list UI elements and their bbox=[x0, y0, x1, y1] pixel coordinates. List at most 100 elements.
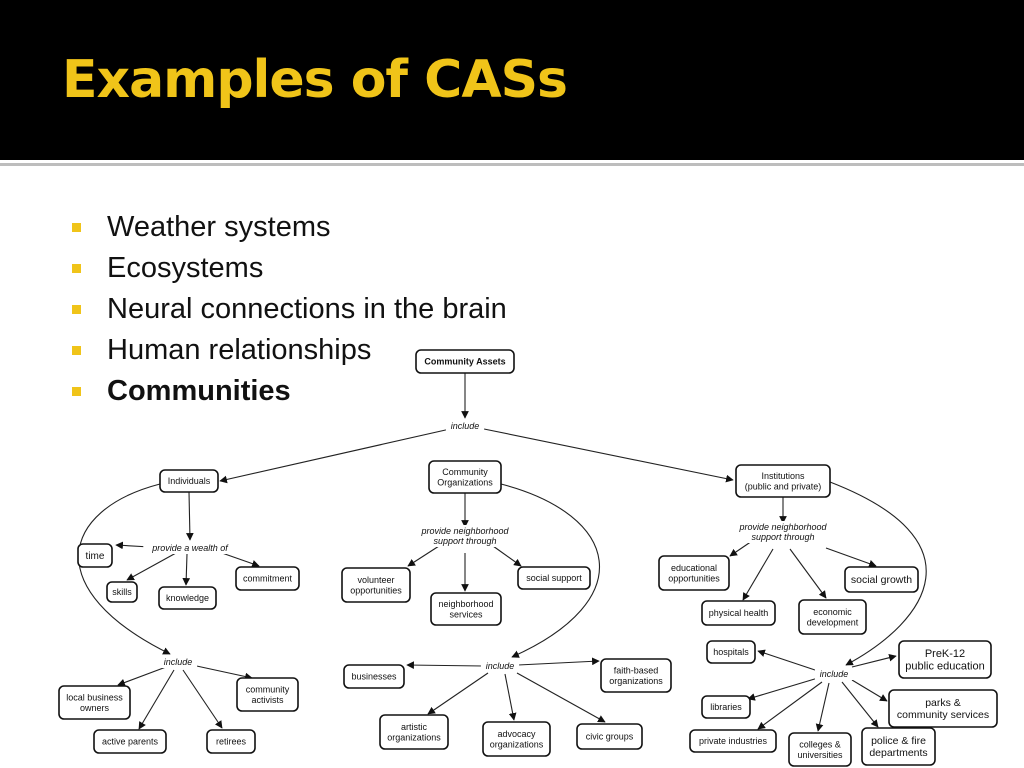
concept-box bbox=[235, 566, 300, 591]
concept-community-assets: Community Assets bbox=[415, 349, 515, 374]
connector-arrow bbox=[517, 657, 600, 666]
title-divider bbox=[0, 160, 1024, 163]
concept-label: hospitals bbox=[713, 647, 749, 657]
connector-arrow bbox=[829, 481, 927, 666]
connector-arrow bbox=[221, 552, 260, 568]
connector-arrow bbox=[757, 649, 819, 672]
bullet-text: Neural connections in the brain bbox=[107, 293, 507, 325]
connector-arrow bbox=[191, 664, 253, 681]
concept-time: time bbox=[77, 543, 113, 568]
concept-physical-health: physical health bbox=[701, 600, 776, 626]
connector-arrow bbox=[182, 553, 191, 586]
concept-box bbox=[93, 729, 167, 754]
link-label-wealth: provide a wealth of bbox=[151, 543, 229, 553]
link-label-ind-include: include bbox=[164, 657, 193, 667]
connector-arrow bbox=[117, 666, 167, 687]
concept-active-parents: active parents bbox=[93, 729, 167, 754]
concept-box bbox=[706, 640, 756, 664]
concept-label: social support bbox=[526, 573, 582, 583]
concept-label: colleges &universities bbox=[797, 739, 843, 759]
link-label-top-include: include bbox=[451, 421, 480, 431]
concept-box bbox=[158, 586, 217, 610]
concept-businesses: businesses bbox=[343, 664, 405, 689]
bullet-item: Neural connections in the brain bbox=[72, 289, 507, 330]
concept-label: private industries bbox=[699, 736, 768, 746]
title-bar bbox=[0, 0, 1024, 160]
concept-private-industries: private industries bbox=[689, 729, 777, 753]
concept-libraries: libraries bbox=[701, 695, 751, 719]
concept-label: Individuals bbox=[168, 476, 211, 486]
concept-label: civic groups bbox=[586, 732, 634, 742]
connector-arrow bbox=[742, 548, 774, 601]
concept-box bbox=[600, 658, 672, 693]
link-label-background bbox=[158, 656, 198, 668]
bullet-list: Weather systems Ecosystems Neural connec… bbox=[72, 207, 507, 412]
concept-box bbox=[576, 723, 643, 750]
concept-box bbox=[341, 567, 411, 603]
link-label-background bbox=[734, 521, 832, 543]
connector-arrow bbox=[747, 677, 819, 701]
concept-box bbox=[861, 727, 936, 766]
bullet-text: Human relationships bbox=[107, 334, 372, 366]
concept-box bbox=[343, 664, 405, 689]
concept-box bbox=[517, 566, 591, 590]
connector-arrow bbox=[851, 679, 888, 702]
concept-box bbox=[415, 349, 515, 374]
concept-label: retirees bbox=[216, 737, 247, 747]
square-bullet-icon bbox=[72, 346, 81, 355]
connector-arrow bbox=[504, 673, 517, 721]
concept-commitment: commitment bbox=[235, 566, 300, 591]
concept-box bbox=[206, 729, 256, 754]
link-label-inst-include: include bbox=[820, 669, 849, 679]
bullet-item: Ecosystems bbox=[72, 248, 507, 289]
concept-label: physical health bbox=[709, 608, 769, 618]
connector-arrow bbox=[407, 545, 440, 567]
concept-skills: skills bbox=[106, 581, 138, 603]
concept-civic-groups: civic groups bbox=[576, 723, 643, 750]
bullet-item: Weather systems bbox=[72, 207, 507, 248]
connector-arrow bbox=[851, 653, 897, 668]
link-label-background bbox=[480, 660, 520, 672]
concept-box bbox=[735, 464, 831, 498]
connector-arrow bbox=[78, 483, 171, 655]
connector-arrow bbox=[729, 540, 753, 557]
concept-box bbox=[898, 640, 992, 679]
link-label-background bbox=[416, 525, 514, 547]
connector-arrow bbox=[500, 483, 601, 658]
connector-arrow bbox=[182, 669, 223, 729]
concept-box bbox=[77, 543, 113, 568]
concept-label: commitment bbox=[243, 574, 293, 584]
concept-map-edges bbox=[78, 373, 927, 732]
concept-box bbox=[428, 460, 502, 494]
concept-box bbox=[888, 689, 998, 728]
concept-box bbox=[701, 695, 751, 719]
concept-box bbox=[844, 566, 919, 593]
concept-box bbox=[430, 592, 502, 626]
title-divider-shadow bbox=[0, 163, 1024, 166]
concept-label: parks &community services bbox=[897, 697, 989, 721]
concept-parks: parks &community services bbox=[888, 689, 998, 728]
concept-label: businesses bbox=[351, 672, 397, 682]
bullet-item: Communities bbox=[72, 371, 507, 412]
link-label-background bbox=[143, 542, 237, 554]
concept-label: social growth bbox=[851, 574, 912, 586]
concept-box bbox=[379, 714, 449, 750]
concept-box bbox=[788, 732, 852, 767]
